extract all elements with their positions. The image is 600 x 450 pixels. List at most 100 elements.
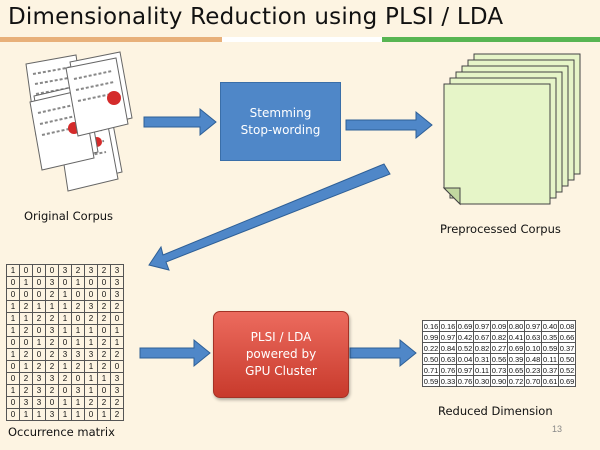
- matrix-cell: 2: [19, 372, 33, 385]
- stemming-box: Stemming Stop-wording: [220, 82, 341, 161]
- matrix-cell: 1: [6, 324, 20, 337]
- paper-document-icon: [65, 51, 133, 137]
- matrix-cell: 3: [110, 288, 124, 301]
- matrix-cell: 1: [58, 360, 72, 373]
- matrix-cell: 0: [6, 372, 20, 385]
- matrix-cell: 0.80: [507, 320, 525, 332]
- matrix-cell: 0: [71, 288, 85, 301]
- matrix-cell: 0.82: [473, 342, 491, 354]
- reduced-dimension-label: Reduced Dimension: [438, 404, 553, 418]
- matrix-cell: 0.67: [473, 331, 491, 343]
- stemming-box-line-2: Stop-wording: [240, 122, 321, 137]
- matrix-cell: 0.71: [422, 364, 440, 376]
- matrix-cell: 1: [97, 372, 111, 385]
- matrix-cell: 3: [84, 264, 98, 277]
- matrix-cell: 0.97: [439, 331, 457, 343]
- matrix-cell: 0: [19, 264, 33, 277]
- matrix-cell: 0.08: [558, 320, 576, 332]
- matrix-cell: 0: [97, 276, 111, 289]
- matrix-cell: 0: [6, 396, 20, 409]
- matrix-cell: 0.63: [439, 353, 457, 365]
- matrix-cell: 2: [58, 372, 72, 385]
- matrix-cell: 1: [32, 336, 46, 349]
- matrix-cell: 3: [45, 276, 59, 289]
- matrix-cell: 2: [97, 300, 111, 313]
- matrix-cell: 1: [32, 300, 46, 313]
- matrix-cell: 3: [110, 372, 124, 385]
- matrix-cell: 0.52: [456, 342, 474, 354]
- matrix-cell: 0.66: [558, 331, 576, 343]
- matrix-cell: 1: [71, 336, 85, 349]
- matrix-cell: 0: [58, 384, 72, 397]
- matrix-cell: 3: [84, 300, 98, 313]
- matrix-cell: 2: [97, 360, 111, 373]
- matrix-cell: 2: [45, 348, 59, 361]
- matrix-cell: 2: [97, 396, 111, 409]
- matrix-cell: 0.52: [558, 364, 576, 376]
- matrix-cell: 3: [32, 372, 46, 385]
- matrix-cell: 2: [97, 264, 111, 277]
- matrix-cell: 0.16: [422, 320, 440, 332]
- matrix-cell: 1: [58, 300, 72, 313]
- matrix-cell: 3: [84, 348, 98, 361]
- matrix-cell: 0.33: [439, 375, 457, 387]
- matrix-cell: 2: [110, 348, 124, 361]
- matrix-cell: 0.76: [456, 375, 474, 387]
- matrix-cell: 0.11: [473, 364, 491, 376]
- matrix-cell: 3: [58, 264, 72, 277]
- arrow-stemming-to-preprocessed: [345, 110, 433, 140]
- matrix-cell: 3: [32, 384, 46, 397]
- matrix-cell: 0: [6, 276, 20, 289]
- matrix-cell: 3: [45, 372, 59, 385]
- matrix-cell: 0.69: [558, 375, 576, 387]
- matrix-cell: 0.82: [490, 331, 508, 343]
- matrix-cell: 2: [71, 360, 85, 373]
- plsi-lda-box: PLSI / LDA powered by GPU Cluster: [213, 311, 349, 398]
- matrix-cell: 2: [97, 348, 111, 361]
- matrix-cell: 2: [45, 360, 59, 373]
- matrix-cell: 1: [58, 288, 72, 301]
- matrix-cell: 3: [71, 348, 85, 361]
- matrix-cell: 1: [6, 348, 20, 361]
- matrix-cell: 0.41: [507, 331, 525, 343]
- matrix-cell: 1: [110, 336, 124, 349]
- matrix-cell: 1: [45, 300, 59, 313]
- matrix-cell: 2: [110, 300, 124, 313]
- matrix-cell: 0: [58, 336, 72, 349]
- matrix-cell: 2: [97, 336, 111, 349]
- matrix-cell: 2: [97, 312, 111, 325]
- matrix-cell: 3: [45, 408, 59, 421]
- matrix-cell: 0: [110, 360, 124, 373]
- arrow-preprocessed-to-matrix: [148, 163, 391, 271]
- matrix-cell: 3: [110, 384, 124, 397]
- plsi-box-line-2: powered by: [245, 347, 317, 361]
- matrix-cell: 0: [84, 408, 98, 421]
- matrix-cell: 3: [58, 348, 72, 361]
- matrix-cell: 1: [71, 408, 85, 421]
- matrix-cell: 0: [45, 264, 59, 277]
- matrix-cell: 3: [110, 264, 124, 277]
- matrix-cell: 0.48: [524, 353, 542, 365]
- matrix-cell: 0.42: [456, 331, 474, 343]
- matrix-cell: 1: [32, 408, 46, 421]
- matrix-cell: 1: [58, 324, 72, 337]
- matrix-cell: 0.65: [507, 364, 525, 376]
- matrix-cell: 1: [19, 408, 33, 421]
- matrix-cell: 0.59: [422, 375, 440, 387]
- matrix-cell: 0.70: [524, 375, 542, 387]
- matrix-cell: 0.69: [456, 320, 474, 332]
- matrix-cell: 0.40: [541, 320, 559, 332]
- matrix-cell: 0.97: [473, 320, 491, 332]
- matrix-cell: 0.50: [558, 353, 576, 365]
